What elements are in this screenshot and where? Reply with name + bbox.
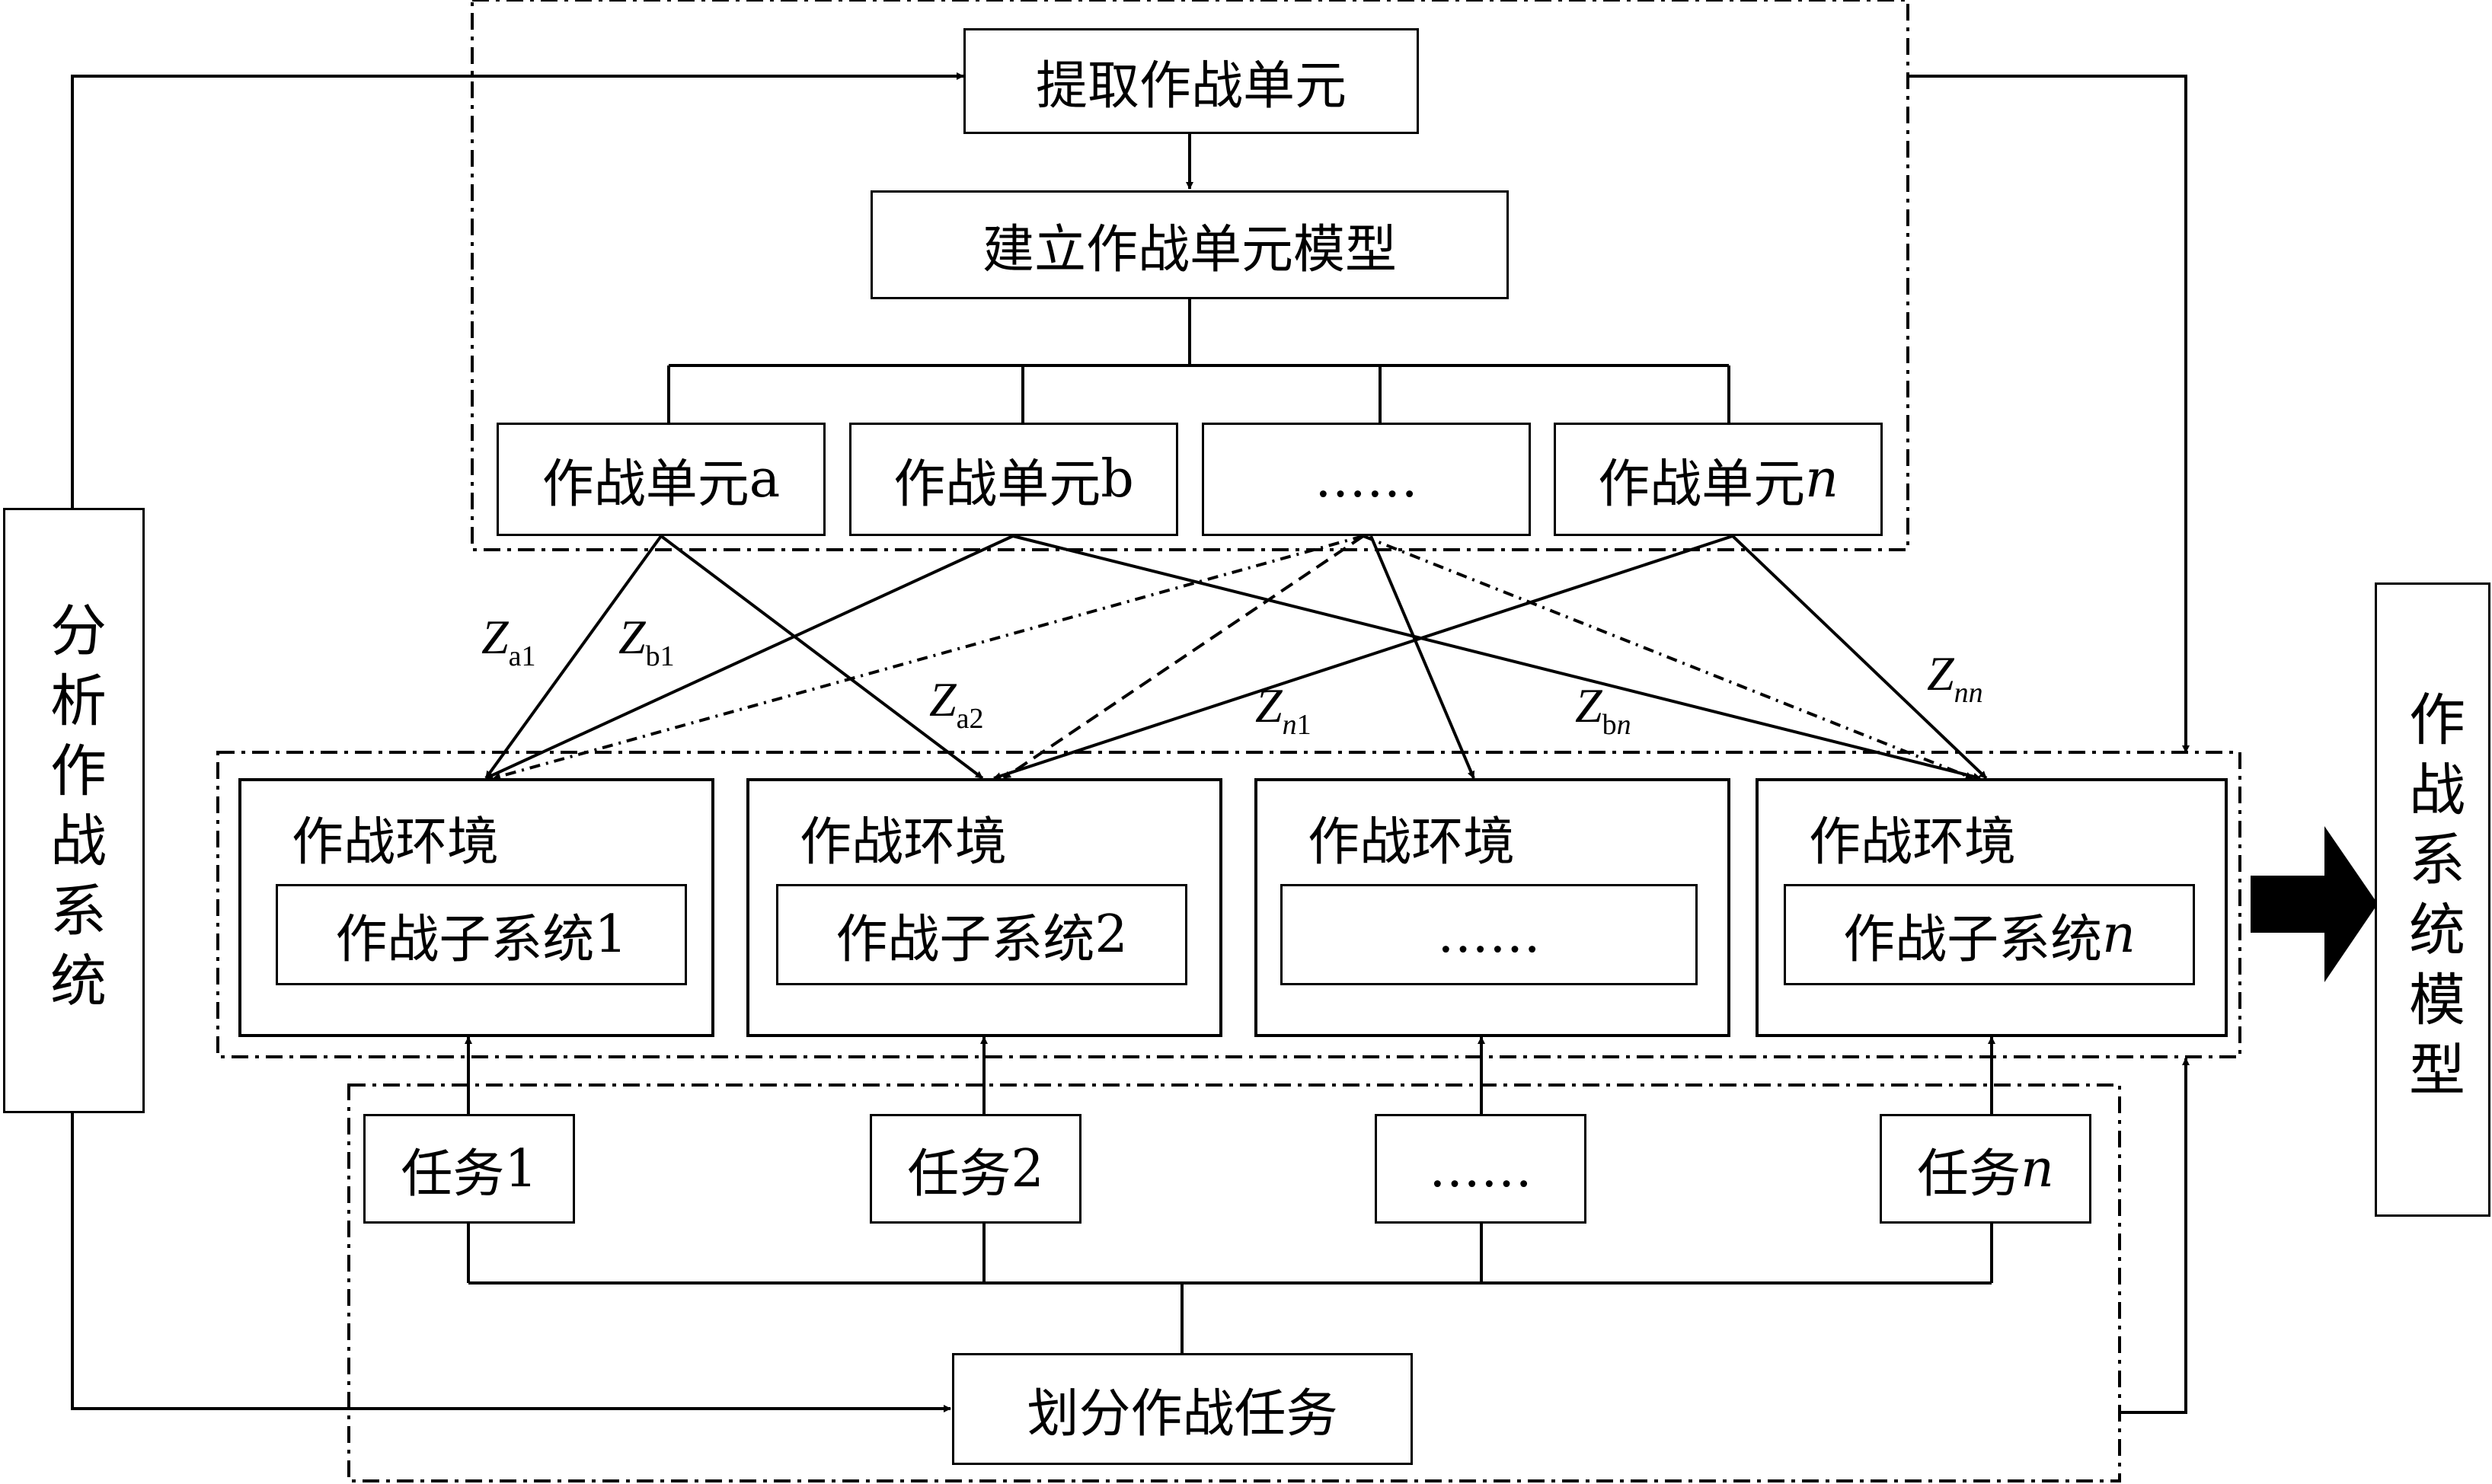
arrow-unit-b-to-env-1 <box>485 535 1014 780</box>
analyze-system-label: 分析作战系统 <box>40 600 107 1021</box>
arrow-analyze-to-extract <box>71 72 964 508</box>
system-model-label: 作战系统模型 <box>2399 689 2465 1110</box>
arrow-unit-n-to-env-2 <box>993 535 1733 780</box>
analyze-system-box: 分析作战系统 <box>3 508 145 1113</box>
arrow-units-to-environment <box>1908 75 2190 753</box>
relation-z-b1: Zb1 <box>618 610 675 672</box>
arrow-unit-b-to-env-n <box>1012 535 1981 780</box>
build-unit-model-label: 建立作战单元模型 <box>982 220 1397 280</box>
arrow-unit-etc-to-env-2 <box>1002 535 1365 780</box>
combat-environment-3: 作战环境 …… <box>1254 778 1730 1037</box>
arrow-unit-n-to-env-n <box>1731 535 1988 780</box>
environment-label: 作战环境 <box>1308 812 1516 873</box>
combat-unit-etc: …… <box>1202 423 1531 536</box>
divide-tasks-label: 划分作战任务 <box>1027 1384 1338 1444</box>
relation-z-bn: Zbn <box>1575 678 1631 741</box>
combat-subsystem-etc: …… <box>1280 884 1698 985</box>
environment-label: 作战环境 <box>292 812 500 873</box>
arrow-unit-etc-to-env-3 <box>1369 535 1475 779</box>
task-etc: …… <box>1375 1114 1586 1224</box>
arrow-unit-a-to-env-1 <box>660 535 984 780</box>
relation-z-n1: Zn1 <box>1255 678 1311 741</box>
environment-label: 作战环境 <box>800 812 1008 873</box>
task-group-frame <box>347 1083 2121 1482</box>
arrow-unit-a-to-env-2 <box>484 535 663 780</box>
output-arrow <box>2251 826 2378 982</box>
extract-units-label: 提取作战单元 <box>1035 56 1347 116</box>
arrow-divide-to-environment <box>2120 1058 2190 1414</box>
environment-label: 作战环境 <box>1809 812 2017 873</box>
arrow-unit-etc-to-env-n <box>1363 535 1973 780</box>
relation-z-a1: Za1 <box>481 610 536 672</box>
divide-tasks-box: 划分作战任务 <box>952 1353 1413 1465</box>
relation-z-a2: Za2 <box>929 672 984 735</box>
relation-z-nn: Znn <box>1927 646 1983 709</box>
build-unit-model-box: 建立作战单元模型 <box>871 190 1509 299</box>
arrow-analyze-to-divide <box>71 1113 951 1412</box>
environment-group-frame <box>216 751 2241 1058</box>
system-model-box: 作战系统模型 <box>2375 582 2490 1217</box>
extract-units-box: 提取作战单元 <box>963 28 1419 134</box>
